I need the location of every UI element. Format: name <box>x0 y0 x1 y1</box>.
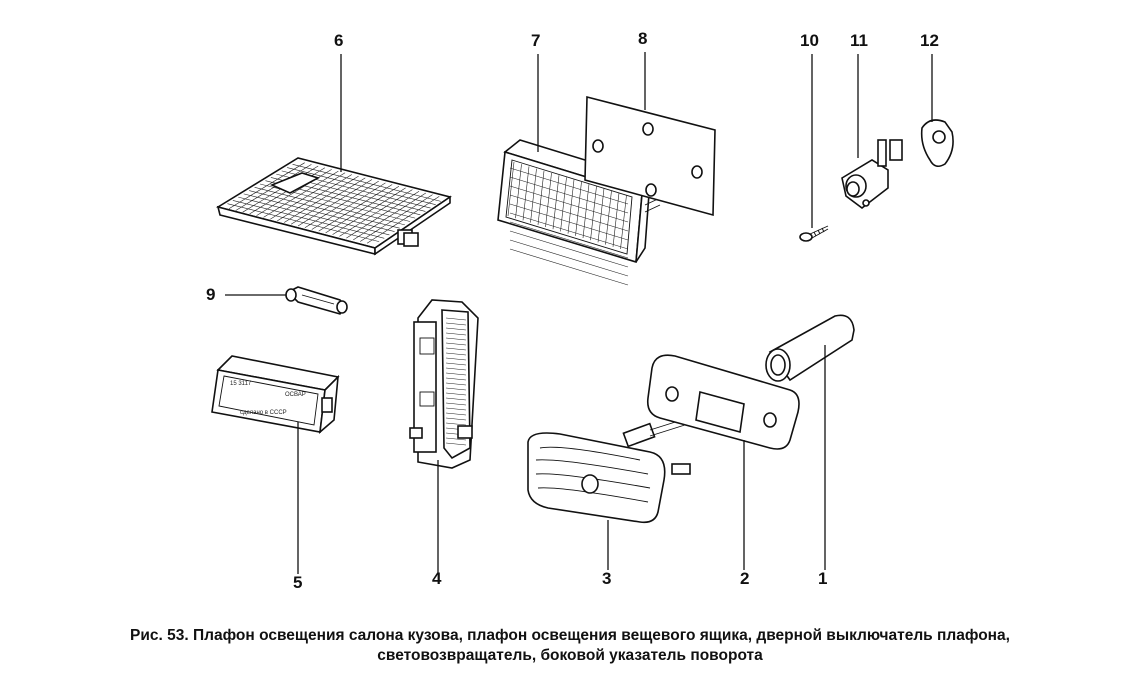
callout-1: 1 <box>818 569 827 588</box>
exploded-parts-diagram: 15 3117 ОСВАР сделано в СССР <box>206 29 954 592</box>
callout-2: 2 <box>740 569 749 588</box>
part-4-lamp-housing <box>409 299 479 469</box>
part-2-indicator-gasket <box>646 354 800 450</box>
caption-line-1: Рис. 53. Плафон освещения салона кузова,… <box>130 627 1010 644</box>
callout-3: 3 <box>602 569 611 588</box>
figure-caption: Рис. 53. Плафон освещения салона кузова,… <box>0 626 1140 666</box>
lamp-marking-brand: ОСВАР <box>285 392 306 398</box>
callout-4: 4 <box>432 569 442 588</box>
callout-8: 8 <box>638 29 647 48</box>
part-9-bulb <box>285 286 348 315</box>
part-5-glovebox-lamp: 15 3117 ОСВАР сделано в СССР <box>211 355 340 434</box>
callout-12: 12 <box>920 31 939 50</box>
callout-9: 9 <box>206 285 215 304</box>
callout-6: 6 <box>334 31 343 50</box>
callout-11: 11 <box>850 31 868 50</box>
callout-10: 10 <box>800 31 819 50</box>
caption-line-2: световозвращатель, боковой указатель пов… <box>377 647 763 664</box>
callout-5: 5 <box>293 573 302 592</box>
part-3-side-indicator <box>527 417 691 524</box>
part-11-door-switch <box>841 139 903 210</box>
lamp-switch <box>269 172 321 194</box>
lamp-marking-code: 15 3117 <box>230 381 252 387</box>
lamp-marking-origin: сделано в СССР <box>240 410 287 416</box>
part-10-screw <box>799 225 829 242</box>
part-1-sleeve <box>765 314 855 382</box>
part-6-interior-lamp <box>215 157 452 256</box>
callout-numbers: 1 2 3 4 5 6 7 8 9 10 11 12 <box>206 29 939 592</box>
callout-7: 7 <box>531 31 540 50</box>
leader-lines <box>225 52 933 574</box>
part-12-plate <box>920 119 954 168</box>
part-8-gasket <box>584 95 716 217</box>
